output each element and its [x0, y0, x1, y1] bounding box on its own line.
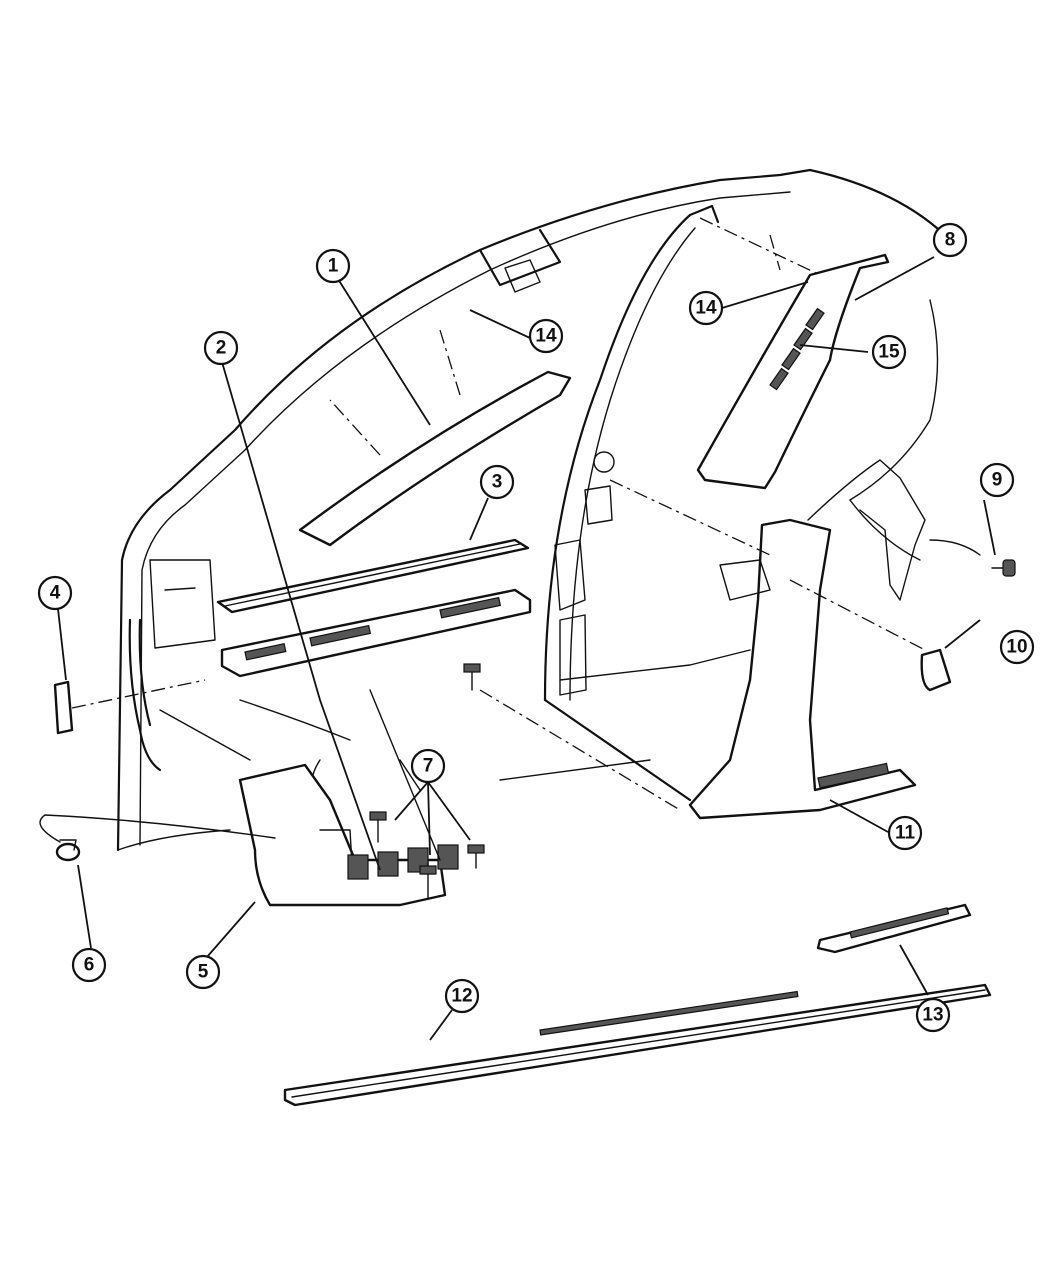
- part-2-grip-pattern: [244, 596, 502, 661]
- part-13-grip-pattern: [849, 907, 950, 939]
- callout-7: 7: [410, 748, 446, 784]
- svg-text:14: 14: [535, 326, 557, 347]
- svg-text:5: 5: [198, 962, 209, 983]
- svg-text:3: 3: [492, 472, 503, 493]
- svg-text:11: 11: [895, 823, 916, 844]
- part-5-clip-row: [347, 844, 459, 880]
- callout-8: 8: [932, 222, 968, 258]
- part-12-grip-pattern: [539, 990, 799, 1036]
- part-15-vent-slots: [769, 307, 825, 391]
- callout-3: 3: [479, 464, 515, 500]
- callout-12: 12: [444, 978, 480, 1014]
- svg-text:1: 1: [328, 256, 339, 277]
- svg-text:10: 10: [1006, 637, 1027, 658]
- svg-text:8: 8: [945, 230, 956, 251]
- svg-text:6: 6: [84, 955, 95, 976]
- svg-text:4: 4: [50, 583, 61, 604]
- svg-text:2: 2: [216, 338, 227, 359]
- part-1-a-pillar-trim: [298, 370, 572, 547]
- vehicle-body-outline: [116, 168, 952, 852]
- callout-15: 15: [871, 334, 907, 370]
- part-12-sill-trim: [283, 983, 992, 1107]
- callout-1: 1: [315, 248, 351, 284]
- seat-belt-guide: [807, 459, 926, 601]
- callout-5: 5: [185, 954, 221, 990]
- svg-text:9: 9: [992, 470, 1003, 491]
- callout-14-upper: 14: [528, 318, 564, 354]
- part-7-screws: [369, 663, 485, 899]
- svg-text:13: 13: [922, 1005, 943, 1026]
- callout-10: 10: [999, 629, 1035, 665]
- svg-text:15: 15: [878, 342, 900, 363]
- part-5-cowl-side-panel: [238, 763, 447, 907]
- callout-4: 4: [37, 575, 73, 611]
- callout-11: 11: [887, 815, 923, 851]
- leader-lines: [57, 256, 996, 1041]
- part-11-b-pillar-lower-trim: [688, 518, 917, 820]
- callout-14-right: 14: [688, 290, 724, 326]
- callout-2: 2: [203, 330, 239, 366]
- part-4-clip: [53, 680, 74, 735]
- svg-text:14: 14: [695, 298, 717, 319]
- callout-6: 6: [71, 947, 107, 983]
- svg-text:12: 12: [451, 986, 472, 1007]
- part-11-sill-grip: [817, 762, 890, 789]
- callout-9: 9: [979, 462, 1015, 498]
- part-9-bolt: [991, 559, 1016, 577]
- part-6-push-pin: [55, 839, 81, 862]
- part-10-bolt-cover: [920, 648, 952, 692]
- svg-text:7: 7: [423, 756, 434, 777]
- callout-13: 13: [915, 997, 951, 1033]
- part-8-b-pillar-upper-trim: [696, 253, 890, 490]
